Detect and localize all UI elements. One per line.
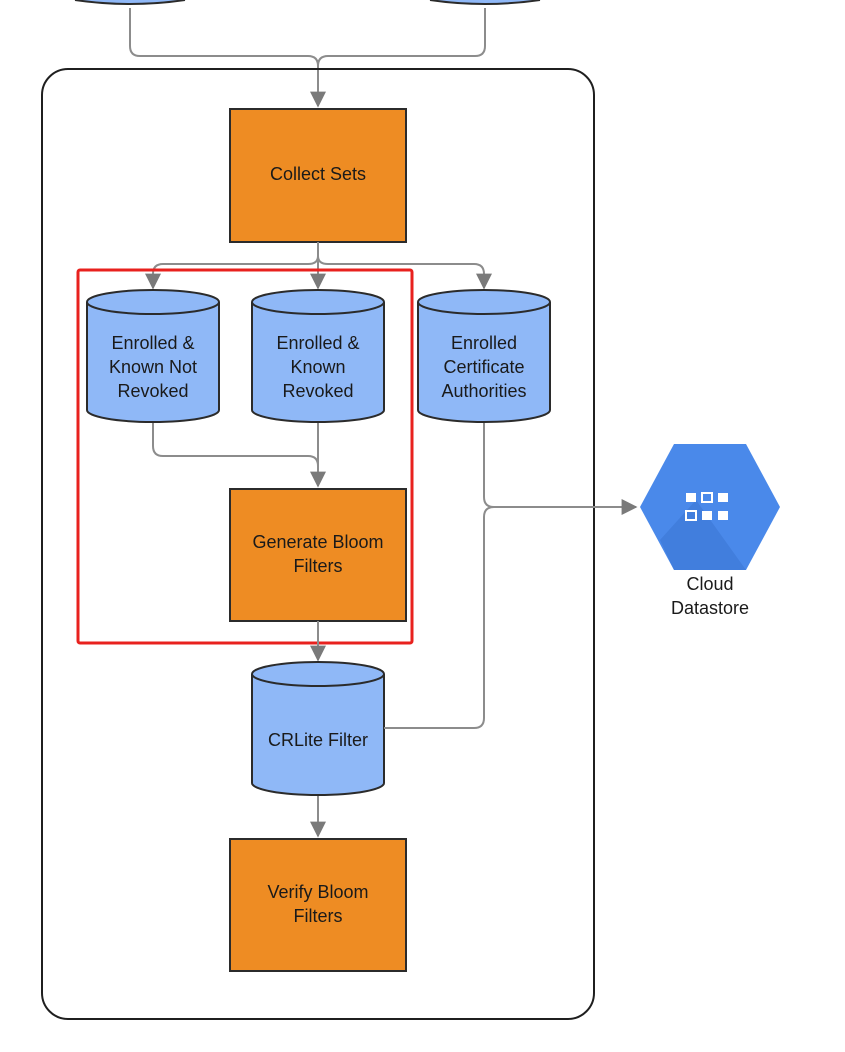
generate-bloom-line1: Generate Bloom	[252, 532, 383, 552]
verify-bloom-line1: Verify Bloom	[267, 882, 368, 902]
enrolled-not-revoked-line2: Known Not	[109, 357, 197, 377]
edge-top-left-merge	[129, 8, 319, 67]
verify-bloom-node: Verify Bloom Filters	[229, 838, 407, 972]
datastore-label-line1: Cloud	[686, 574, 733, 594]
crlite-filter-label: CRLite Filter	[268, 730, 368, 750]
edge-cas-to-datastore	[483, 423, 638, 515]
datastore-label-line2: Datastore	[671, 598, 749, 618]
highlight-box	[76, 268, 414, 645]
enrolled-not-revoked-line1: Enrolled &	[111, 333, 194, 353]
verify-bloom-line2: Filters	[294, 906, 343, 926]
enrolled-revoked-line1: Enrolled &	[276, 333, 359, 353]
top-right-source-cylinder-edge	[429, 0, 541, 5]
enrolled-cas-line1: Enrolled	[451, 333, 517, 353]
enrolled-revoked-store: Enrolled & Known Revoked	[251, 289, 385, 423]
enrolled-not-revoked-line3: Revoked	[117, 381, 188, 401]
generate-bloom-node: Generate Bloom Filters	[229, 488, 407, 622]
edge-not-revoked-to-generate	[152, 423, 319, 467]
datastore-icon	[640, 444, 780, 570]
crlite-filter-store: CRLite Filter	[251, 661, 385, 796]
enrolled-cas-line2: Certificate	[443, 357, 524, 377]
edge-collect-to-cas	[317, 255, 492, 290]
edge-crlite-to-datastore	[384, 506, 495, 729]
enrolled-cas-line3: Authorities	[441, 381, 526, 401]
enrolled-not-revoked-store: Enrolled & Known Not Revoked	[86, 289, 220, 423]
edge-top-right-merge	[317, 8, 486, 67]
enrolled-revoked-line3: Revoked	[282, 381, 353, 401]
generate-bloom-line2: Filters	[294, 556, 343, 576]
top-left-source-cylinder-edge	[74, 0, 186, 5]
pipeline-container	[41, 68, 595, 1020]
enrolled-cas-store: Enrolled Certificate Authorities	[417, 289, 551, 423]
edge-collect-to-not-revoked	[145, 255, 319, 290]
collect-sets-node: Collect Sets	[229, 108, 407, 243]
collect-sets-label: Collect Sets	[270, 164, 366, 184]
enrolled-revoked-line2: Known	[290, 357, 345, 377]
